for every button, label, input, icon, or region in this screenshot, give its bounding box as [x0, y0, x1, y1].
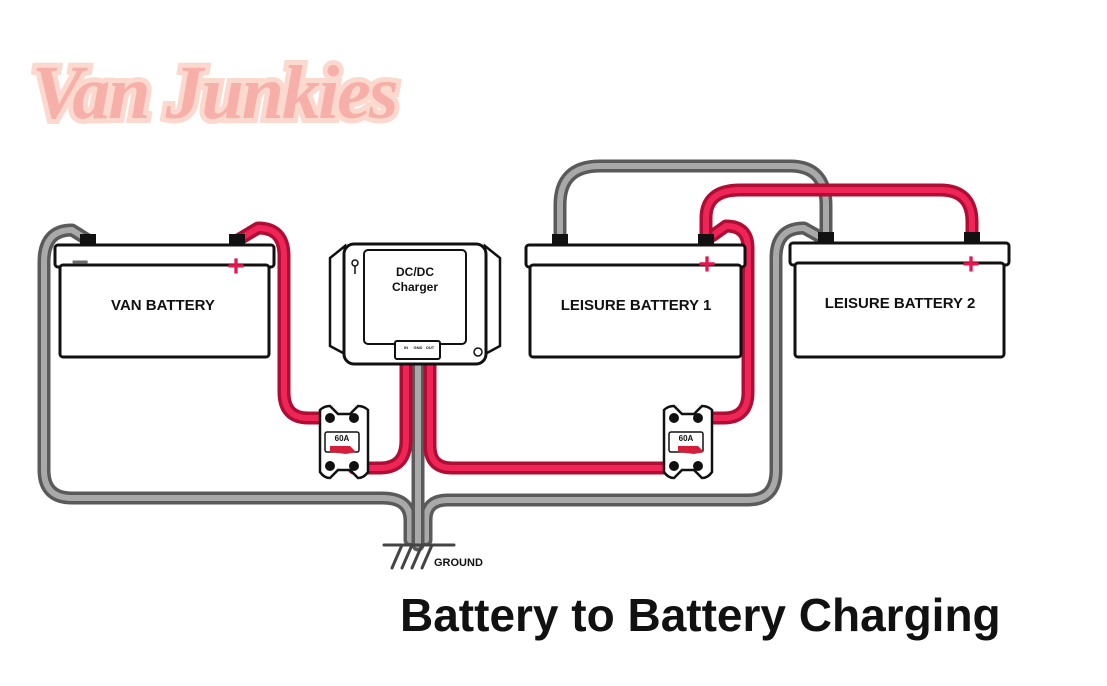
leisure1-positive-symbol: +: [698, 248, 716, 281]
van-negative-symbol: −: [71, 246, 89, 279]
fuse-left-stud-bottom: [349, 461, 359, 471]
charger-port-out: OUT: [426, 345, 435, 350]
negative-wires: [37, 159, 833, 552]
van-battery: − + VAN BATTERY: [53, 234, 276, 359]
diagram-title: Battery to Battery Charging: [400, 589, 1001, 641]
leisure2-label: LEISURE BATTERY 2: [825, 295, 976, 312]
leisure1-positive-terminal: [698, 234, 714, 246]
van-battery-label: VAN BATTERY: [111, 297, 215, 314]
fuse-right-stud-bottom: [669, 461, 679, 471]
van-positive-wire-core: [235, 225, 331, 421]
leisure1-label: LEISURE BATTERY 1: [561, 297, 712, 314]
charger-port-in: IN: [404, 345, 408, 350]
leisure2-negative-terminal: [818, 232, 834, 244]
fuse-left-rating: 60A: [335, 434, 350, 443]
leisure1-body: [528, 263, 743, 359]
van-positive-symbol: +: [227, 250, 245, 283]
van-negative-wire-core: [41, 227, 413, 543]
positive-wires: [231, 183, 979, 475]
fuse-right: 60A: [662, 404, 714, 480]
fuse-right-rating: 60A: [679, 434, 694, 443]
logo: Van Junkies: [27, 46, 404, 140]
leisure2-positive-symbol: +: [962, 248, 980, 281]
fuse-right-stud-top: [693, 413, 703, 423]
charger-label-1: DC/DC: [396, 265, 434, 279]
leisure-positive-link-core: [703, 187, 975, 243]
fuse-right-lever: [678, 446, 704, 454]
fuse-left-stud-top: [325, 413, 335, 423]
charger-label-2: Charger: [392, 280, 438, 294]
charger-out-wire-core: [427, 353, 679, 471]
leisure2-body: [793, 261, 1006, 359]
van-negative-terminal: [80, 234, 96, 246]
leisure2-negative-wire-core: [423, 225, 825, 543]
charger-led-icon: [473, 347, 483, 357]
leisure1-negative-terminal: [552, 234, 568, 246]
leisure1-positive-wire-core: [697, 223, 751, 421]
leisure-battery-2: + LEISURE BATTERY 2: [788, 232, 1011, 359]
charger-port-block: [394, 340, 441, 360]
charger-in-wire-core: [351, 353, 409, 471]
van-battery-body: [58, 263, 271, 359]
ground-symbol: [382, 543, 456, 570]
fuse-left-lever: [330, 446, 356, 454]
van-positive-terminal: [229, 234, 245, 246]
logo-text: Van Junkies: [32, 51, 397, 135]
dcdc-charger: DC/DC Charger IN GND OUT: [328, 242, 502, 366]
charger-out-wire: [423, 349, 683, 475]
ground-label: GROUND: [434, 557, 483, 569]
leisure-battery-1: + LEISURE BATTERY 1: [524, 234, 747, 359]
charger-port-gnd: GND: [414, 345, 423, 350]
leisure2-positive-terminal: [964, 232, 980, 244]
fuse-left: 60A: [318, 404, 370, 480]
